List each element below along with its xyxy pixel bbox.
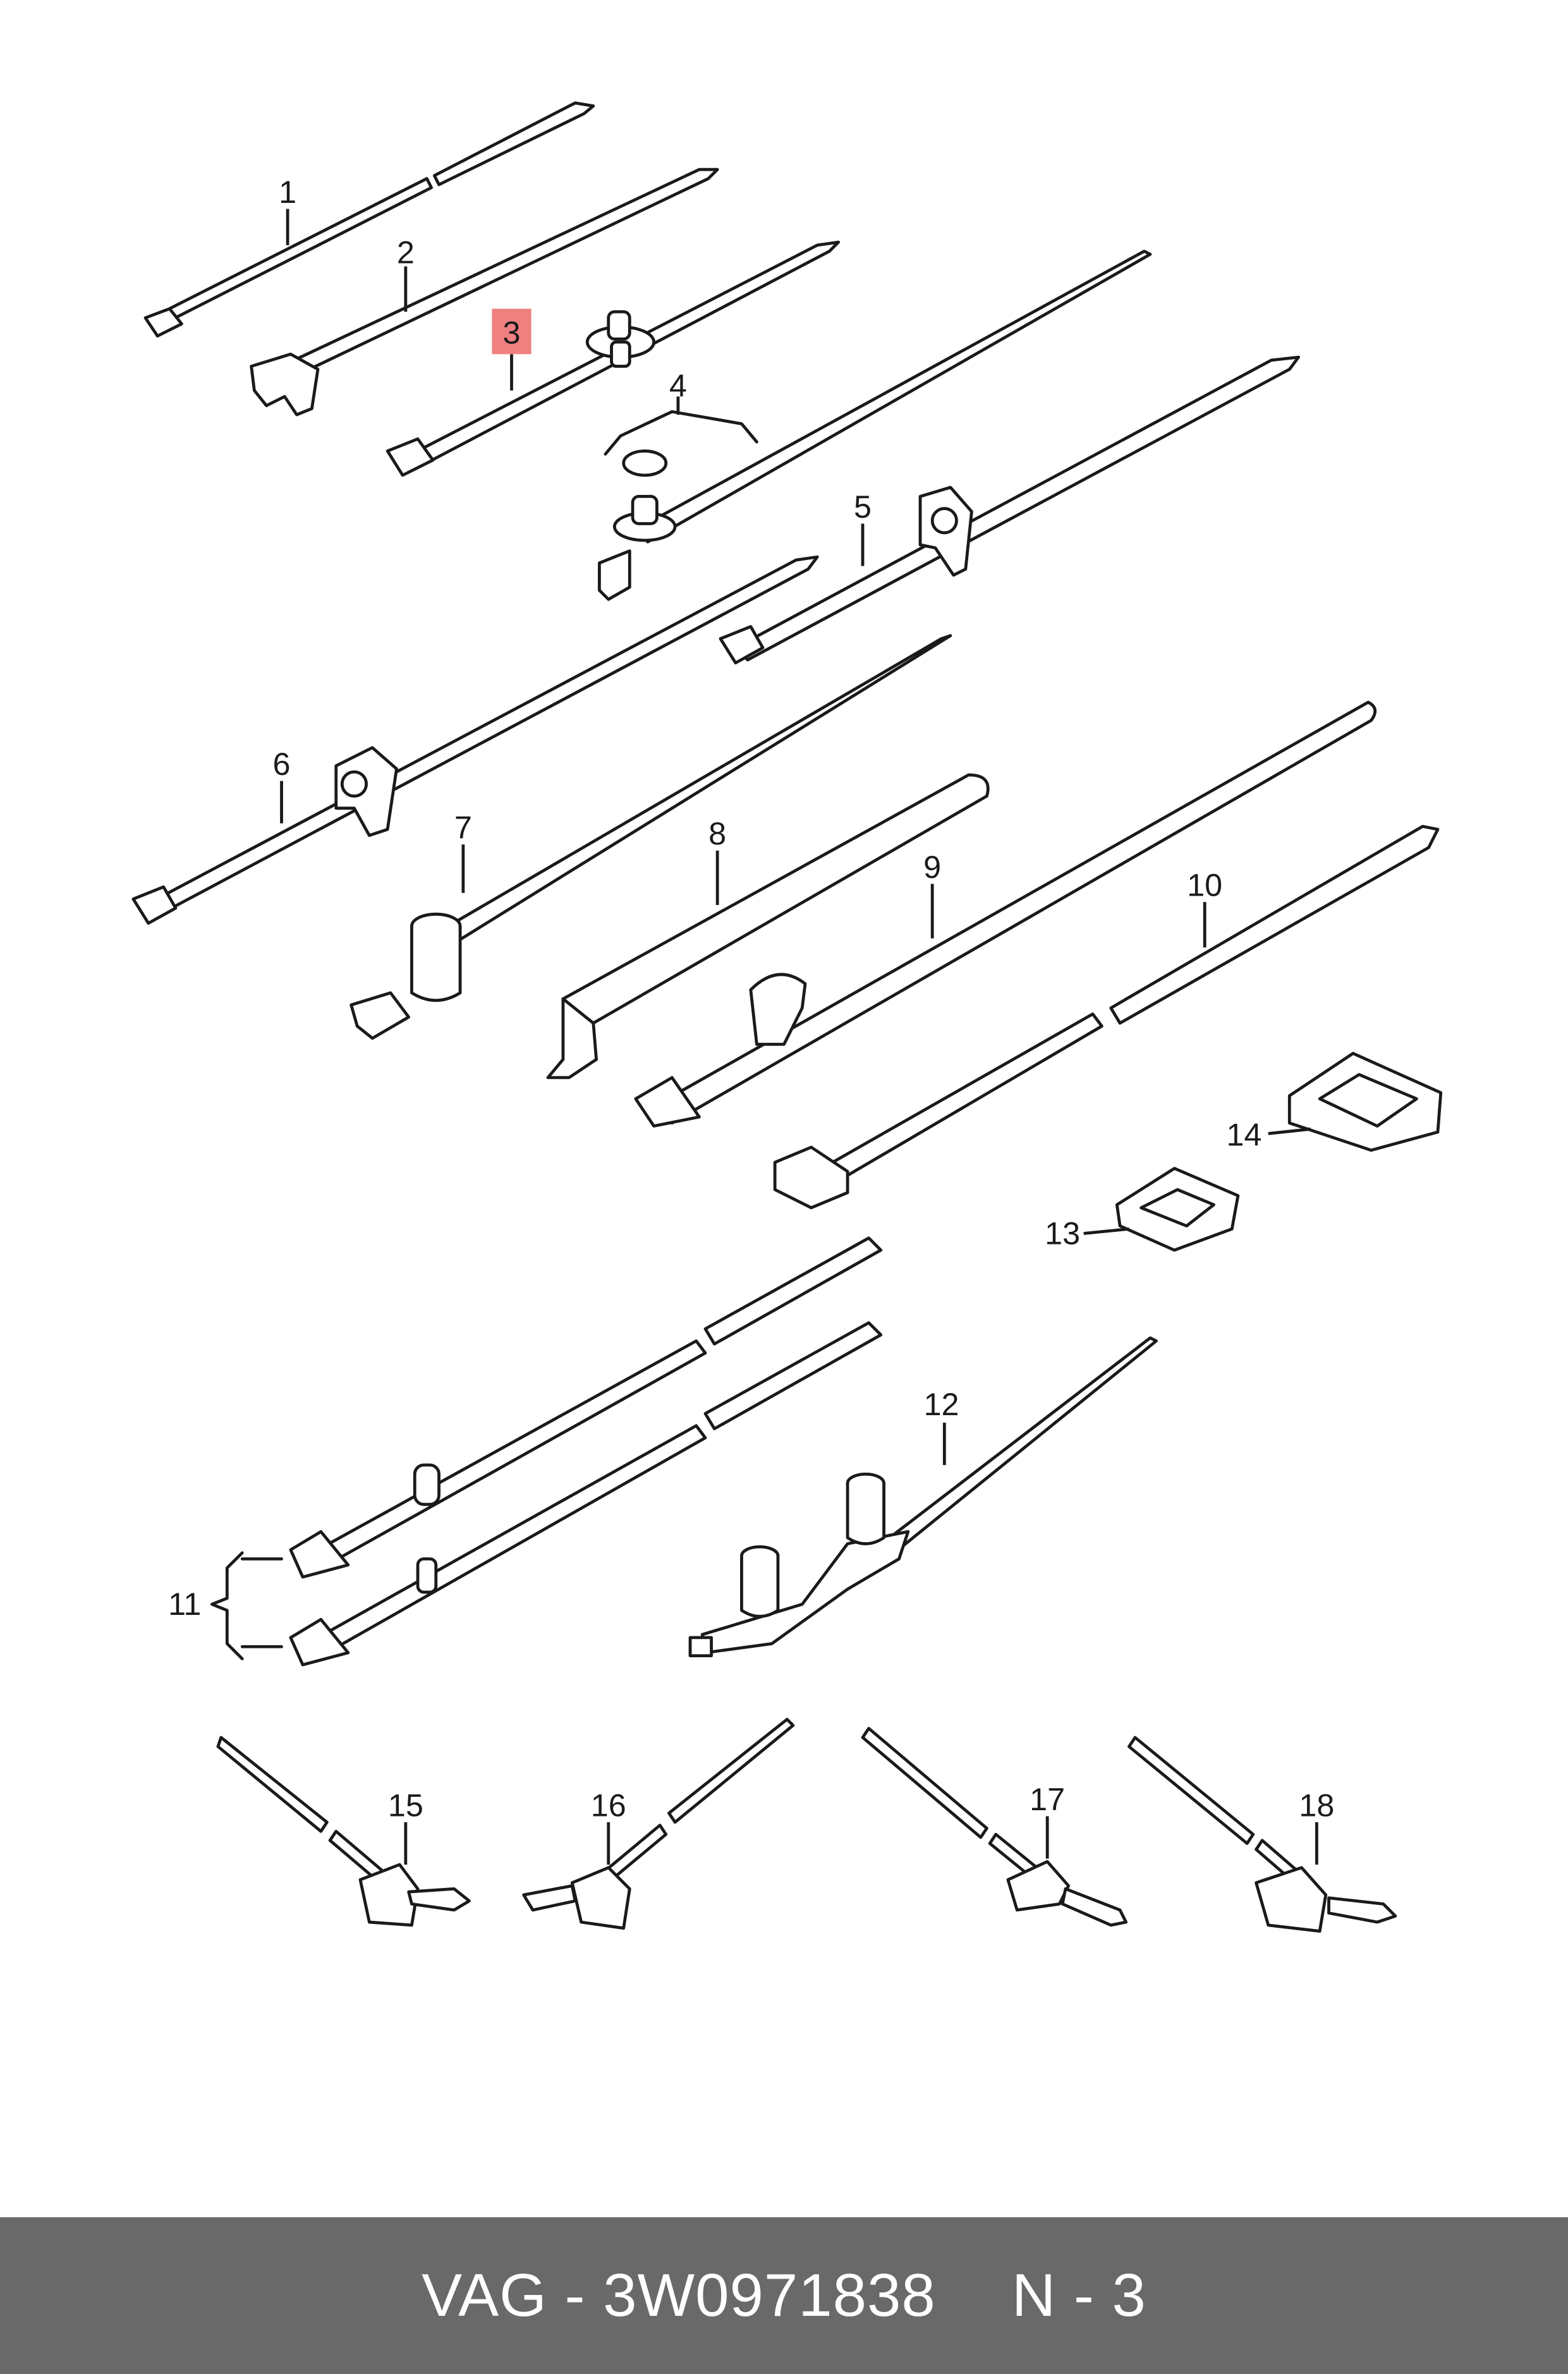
callout-7: 7 bbox=[454, 810, 472, 846]
parts-diagram: 1 2 3 4 5 6 7 8 9 10 11 12 13 14 15 16 1… bbox=[131, 101, 1443, 1933]
callout-6: 6 bbox=[273, 746, 291, 782]
callout-16: 16 bbox=[591, 1787, 626, 1823]
part-11-cable-tie-pair bbox=[289, 1236, 883, 1667]
footer-brand: VAG bbox=[422, 2261, 547, 2329]
part-16-edge-clip bbox=[522, 1717, 795, 1930]
part-7-cable-tie-anchor bbox=[349, 634, 952, 1040]
footer-separator: - bbox=[547, 2261, 604, 2329]
part-6-cable-tie-clip bbox=[131, 555, 819, 925]
part-18-edge-clip bbox=[1127, 1736, 1397, 1933]
part-10-cable-tie-wide bbox=[773, 825, 1440, 1210]
part-1-cable-tie bbox=[143, 101, 595, 338]
callout-17: 17 bbox=[1030, 1781, 1065, 1817]
callout-18: 18 bbox=[1299, 1787, 1334, 1823]
callout-10: 10 bbox=[1187, 867, 1222, 903]
callout-2: 2 bbox=[397, 234, 415, 271]
callout-8: 8 bbox=[708, 815, 726, 851]
part-13-mount-base bbox=[1115, 1167, 1240, 1252]
part-15-edge-clip bbox=[216, 1736, 471, 1927]
callout-13: 13 bbox=[1045, 1215, 1080, 1251]
callout-highlight bbox=[492, 308, 532, 355]
callout-4: 4 bbox=[669, 367, 687, 403]
callout-12: 12 bbox=[924, 1386, 959, 1422]
part-2-cable-tie-clip bbox=[250, 167, 719, 417]
part-12-cable-tie-studs bbox=[688, 1336, 1158, 1658]
part-5-cable-tie-side-clip bbox=[719, 355, 1301, 665]
footer-part-number: 3W0971838 bbox=[603, 2261, 936, 2329]
footer-position-label: N - 3 bbox=[1011, 2261, 1146, 2329]
callout-1: 1 bbox=[279, 174, 296, 210]
leader-lines bbox=[280, 209, 1318, 1865]
part-9-cable-tie-loop bbox=[634, 700, 1377, 1128]
part-8-spiral-wrap bbox=[546, 773, 990, 1080]
callout-11: 11 bbox=[168, 1586, 201, 1622]
part-17-edge-clip bbox=[861, 1727, 1128, 1927]
callout-14: 14 bbox=[1226, 1117, 1261, 1153]
part-number-footer: VAG - 3W0971838 N - 3 bbox=[0, 2217, 1568, 2374]
part-14-mount-base bbox=[1287, 1052, 1443, 1152]
callout-15: 15 bbox=[388, 1787, 423, 1823]
part-4-cable-tie-anchor bbox=[597, 250, 1152, 601]
callout-5: 5 bbox=[854, 489, 872, 525]
part-3-cable-tie-pushpin bbox=[386, 240, 841, 477]
callout-9: 9 bbox=[923, 849, 941, 885]
callout-3: 3 bbox=[502, 315, 520, 351]
